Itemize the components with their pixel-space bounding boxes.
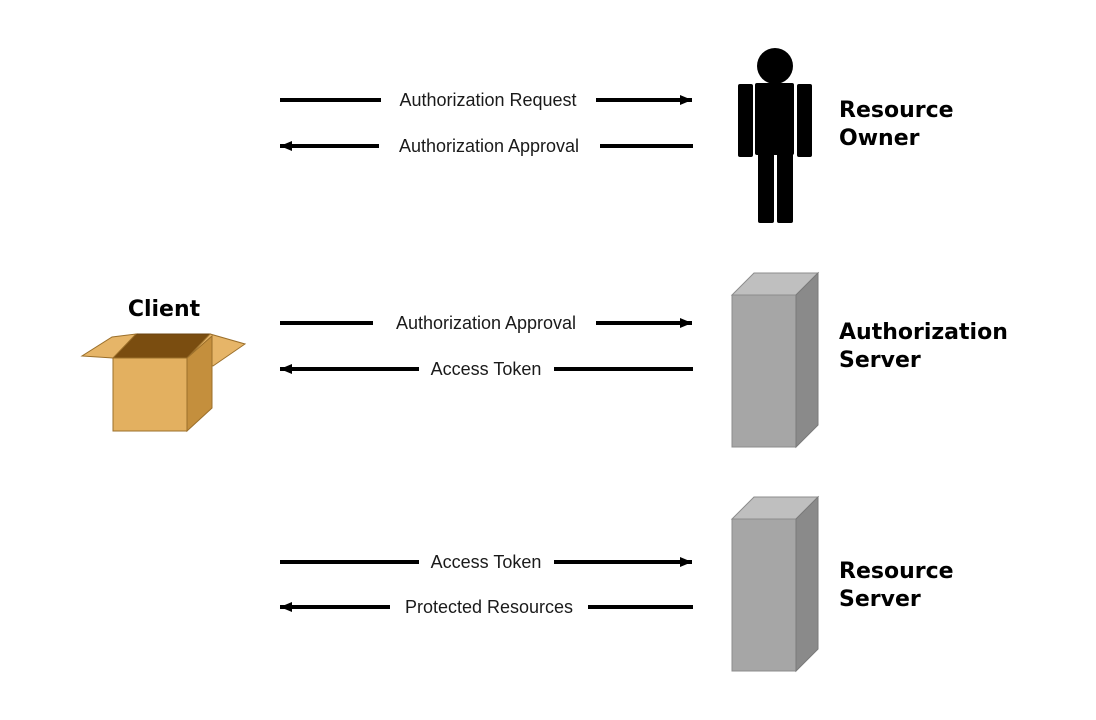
flow-label: Access Token <box>431 552 542 572</box>
client-label: Client <box>128 297 201 322</box>
authorization-server-actor: Authorization Server <box>730 271 1008 449</box>
resource-owner-actor: Resource Owner <box>738 48 954 223</box>
open-box-icon <box>80 333 247 433</box>
flow-access-token-to-resource-server: Access Token <box>280 552 692 572</box>
server-icon <box>730 495 820 673</box>
flow-authorization-request: Authorization Request <box>280 90 692 110</box>
person-icon <box>738 48 812 223</box>
flow-label: Authorization Approval <box>399 136 579 156</box>
flow-label: Protected Resources <box>405 597 573 617</box>
client-actor: Client <box>80 297 247 433</box>
server-icon <box>730 271 820 449</box>
flow-label: Authorization Approval <box>396 313 576 333</box>
flow-label: Access Token <box>431 359 542 379</box>
flow-protected-resources: Protected Resources <box>280 597 693 617</box>
resource-owner-label-line1: Resource <box>839 98 954 123</box>
flow-authorization-approval-to-client: Authorization Approval <box>280 136 693 156</box>
resource-owner-label-line2: Owner <box>839 126 920 151</box>
flow-label: Authorization Request <box>399 90 576 110</box>
resource-server-label-line1: Resource <box>839 559 954 584</box>
authorization-server-label-line1: Authorization <box>839 320 1008 345</box>
flow-authorization-approval-to-server: Authorization Approval <box>280 313 692 333</box>
authorization-server-label-line2: Server <box>839 348 921 373</box>
flow-access-token-to-client: Access Token <box>280 359 693 379</box>
resource-server-actor: Resource Server <box>730 495 954 673</box>
resource-server-label-line2: Server <box>839 587 921 612</box>
